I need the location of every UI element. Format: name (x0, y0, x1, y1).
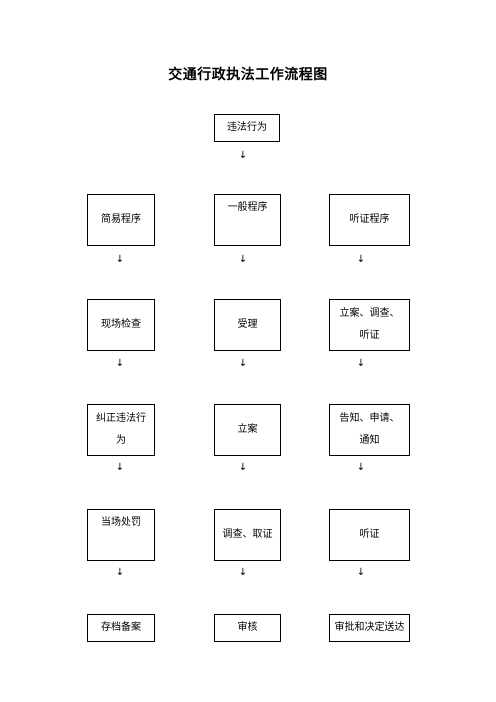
arrow-down-icon: ↓ (356, 358, 366, 369)
box-label-line-1: 告知、申请、 (339, 413, 400, 424)
box-label: 一般程序 (227, 202, 268, 213)
box-label-line-2: 通知 (359, 435, 380, 446)
arrow-down-icon: ↓ (115, 462, 125, 473)
arrow-down-icon: ↓ (356, 254, 366, 265)
box-archive: 存档备案 (87, 614, 155, 642)
arrow-down-icon: ↓ (238, 462, 248, 473)
arrow-down-icon: ↓ (115, 254, 125, 265)
box-onsite-penalty: 当场处罚 (87, 509, 155, 561)
box-simple-procedure: 简易程序 (87, 194, 155, 246)
arrow-down-icon: ↓ (238, 567, 248, 578)
page-title: 交通行政执法工作流程图 (168, 67, 328, 83)
box-label: 受理 (237, 319, 258, 330)
box-label: 立案 (237, 424, 258, 435)
arrow-down-icon: ↓ (238, 150, 248, 161)
arrow-down-icon: ↓ (115, 358, 125, 369)
box-hearing: 听证 (329, 509, 410, 561)
start-box-violation: 违法行为 (214, 114, 280, 142)
box-general-procedure: 一般程序 (214, 194, 281, 246)
arrow-down-icon: ↓ (356, 462, 366, 473)
box-correct-violation: 纠正违法行 为 (87, 404, 155, 456)
box-label: 审批和决定送达 (334, 622, 405, 633)
box-notify-apply: 告知、申请、 通知 (329, 404, 410, 456)
box-accept: 受理 (214, 299, 281, 351)
arrow-down-icon: ↓ (115, 567, 125, 578)
box-label: 听证程序 (349, 214, 390, 225)
box-label-line-2: 听证 (359, 330, 380, 341)
box-label: 简易程序 (101, 214, 141, 225)
box-label: 审核 (237, 622, 258, 633)
box-label: 存档备案 (101, 622, 141, 633)
box-label: 现场检查 (101, 319, 141, 330)
arrow-down-icon: ↓ (356, 567, 366, 578)
box-approve-deliver: 审批和决定送达 (329, 614, 410, 642)
box-file-investigate-hear: 立案、调查、 听证 (329, 299, 410, 351)
box-file-case: 立案 (214, 404, 281, 456)
box-label-line-1: 纠正违法行 (96, 413, 146, 424)
box-hearing-procedure: 听证程序 (329, 194, 410, 246)
box-review: 审核 (214, 614, 281, 642)
start-box-label: 违法行为 (227, 122, 267, 133)
box-label-line-2: 为 (116, 435, 126, 446)
box-label: 听证 (359, 529, 380, 540)
arrow-down-icon: ↓ (238, 358, 248, 369)
box-onsite-inspection: 现场检查 (87, 299, 155, 351)
arrow-down-icon: ↓ (238, 254, 248, 265)
box-label: 当场处罚 (101, 517, 141, 528)
box-label-line-1: 立案、调查、 (339, 308, 400, 319)
box-investigate-evidence: 调查、取证 (214, 509, 281, 561)
box-label: 调查、取证 (222, 529, 273, 540)
